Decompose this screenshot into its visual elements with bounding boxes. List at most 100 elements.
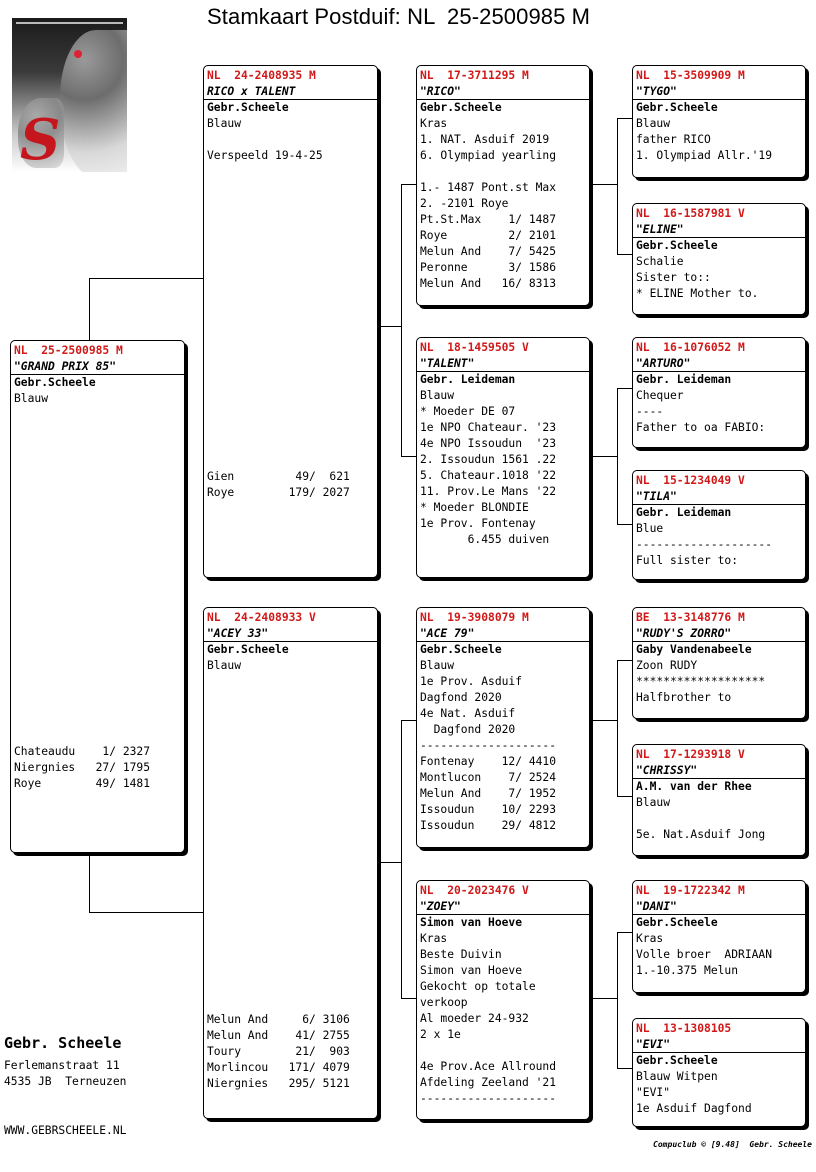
pigeon-card-fff: NL 15-3509909 M "TYGO" Gebr.Scheele Blau… xyxy=(632,65,806,178)
info-line: Dagfond 2020 xyxy=(420,723,516,736)
connector xyxy=(617,524,633,525)
connector xyxy=(377,326,401,327)
breeder: Gebr.Scheele xyxy=(636,916,718,929)
info-line: 2 x 1e xyxy=(420,1028,461,1041)
pigeon-name: "TALENT" xyxy=(417,356,589,372)
result-line: Morlincou 171/ 4079 xyxy=(207,1061,350,1074)
connector xyxy=(617,796,633,797)
result-line: Toury 21/ 903 xyxy=(207,1045,350,1058)
info-line: Verspeeld 19-4-25 xyxy=(207,149,323,162)
ring-number: NL 19-3908079 M xyxy=(420,611,529,624)
connector xyxy=(401,184,402,456)
info-line: 4e Prov.Ace Allround xyxy=(420,1060,557,1073)
info-line: Chequer xyxy=(636,389,684,402)
pigeon-name: "TILA" xyxy=(633,489,805,505)
info-line: 5e. Nat.Asduif Jong xyxy=(636,828,766,841)
breeder: Gebr.Scheele xyxy=(636,1054,718,1067)
info-line xyxy=(204,132,377,148)
info-line: Beste Duivin xyxy=(420,948,502,961)
pigeon-card-mfm: NL 17-1293918 V "CHRISSY" A.M. van der R… xyxy=(632,744,806,856)
info-line: * ELINE Mother to. xyxy=(636,287,759,300)
connector xyxy=(89,278,90,340)
website-link[interactable]: WWW.GEBRSCHEELE.NL xyxy=(4,1124,127,1137)
info-line: 1.-10.375 Melun xyxy=(636,964,739,977)
breeder: Gaby Vandenabeele xyxy=(636,643,752,656)
info-line: 11. Prov.Le Mans '22 xyxy=(420,485,557,498)
info-line: Melun And 7/ 5425 xyxy=(420,245,557,258)
info-line: Blauw Witpen xyxy=(636,1070,718,1083)
info-line: 1e NPO Chateaur. '23 xyxy=(420,421,557,434)
pigeon-name: "CHRISSY" xyxy=(633,763,805,779)
info-line: 1. Olympiad Allr.'19 xyxy=(636,149,773,162)
owner-city: 4535 JB Terneuzen xyxy=(4,1075,127,1088)
info-line: Gekocht op totale xyxy=(420,980,536,993)
page-title: Stamkaart Postduif: NL 25-2500985 M xyxy=(207,4,591,29)
breeder: Gebr.Scheele xyxy=(636,239,718,252)
ring-number: NL 24-2408933 V xyxy=(207,611,316,624)
info-line: 4e NPO Issoudun '23 xyxy=(420,437,557,450)
info-line: 1e Prov. Asduif xyxy=(420,675,523,688)
result-line: Niergnies 27/ 1795 xyxy=(14,761,151,774)
pigeon-image xyxy=(60,30,127,172)
info-line: Sister to:: xyxy=(636,271,711,284)
result-line: Melun And 6/ 3106 xyxy=(207,1013,350,1026)
breeder: Gebr.Scheele xyxy=(207,101,289,114)
pigeon-name: "TYGO" xyxy=(633,84,805,100)
connector xyxy=(617,254,633,255)
ring-number: NL 18-1459505 V xyxy=(420,341,529,354)
info-line: Zoon RUDY xyxy=(636,659,698,672)
result-line: Niergnies 295/ 5121 xyxy=(207,1077,350,1090)
breeder: Gebr.Scheele xyxy=(636,101,718,114)
ring-number: NL 25-2500985 M xyxy=(14,344,123,357)
pigeon-name: "ZOEY" xyxy=(417,899,589,915)
pigeon-name: "ELINE" xyxy=(633,222,805,238)
pigeon-card-mf: NL 19-3908079 M "ACE 79" Gebr.Scheele Bl… xyxy=(416,607,590,848)
connector xyxy=(617,660,633,661)
info-line: Afdeling Zeeland '21 xyxy=(420,1076,557,1089)
info-line: -------------------- xyxy=(420,739,557,752)
pigeon-card-subject: NL 25-2500985 M "GRAND PRIX 85" Gebr.Sch… xyxy=(10,340,185,853)
info-line: Blauw xyxy=(207,117,242,130)
pigeon-card-mff: BE 13-3148776 M "RUDY'S ZORRO" Gaby Vand… xyxy=(632,607,806,719)
connector xyxy=(89,852,90,912)
result-line: Roye 49/ 1481 xyxy=(14,777,151,790)
pigeon-name: "RUDY'S ZORRO" xyxy=(633,626,805,642)
pigeon-name: "DANI" xyxy=(633,899,805,915)
connector xyxy=(617,118,618,254)
info-line: Full sister to: xyxy=(636,554,739,567)
connector xyxy=(617,388,618,524)
club-logo: S xyxy=(12,18,127,172)
pigeon-card-mmm: NL 13-1308105 "EVI" Gebr.Scheele Blauw W… xyxy=(632,1018,806,1127)
connector xyxy=(401,720,417,721)
pigeon-name: "RICO" xyxy=(417,84,589,100)
connector xyxy=(617,660,618,796)
info-line: verkoop xyxy=(420,996,468,1009)
pigeon-card-ff: NL 17-3711295 M "RICO" Gebr.Scheele Kras… xyxy=(416,65,590,306)
info-line: 1e Asduif Dagfond xyxy=(636,1102,752,1115)
info-line: ---- xyxy=(636,405,664,418)
owner-name: Gebr. Scheele xyxy=(4,1034,122,1052)
info-line: Blauw xyxy=(636,117,671,130)
info-line: Volle broer ADRIAAN xyxy=(636,948,773,961)
pigeon-card-fmm: NL 15-1234049 V "TILA" Gebr. Leideman Bl… xyxy=(632,470,806,580)
ring-number: NL 20-2023476 V xyxy=(420,884,529,897)
info-line: * Moeder DE 07 xyxy=(420,405,516,418)
info-line xyxy=(417,164,589,180)
info-line: Schalie xyxy=(636,255,684,268)
info-line: 6.455 duiven xyxy=(420,533,550,546)
info-line: Blauw xyxy=(636,796,671,809)
connector xyxy=(89,912,204,913)
info-line: 6. Olympiad yearling xyxy=(420,149,557,162)
connector xyxy=(589,456,617,457)
result-line: Chateaudu 1/ 2327 xyxy=(14,745,151,758)
info-line: Halfbrother to xyxy=(636,691,732,704)
info-line: 2. Issoudun 1561 .22 xyxy=(420,453,557,466)
info-line: Father to oa FABIO: xyxy=(636,421,766,434)
pigeon-name: "GRAND PRIX 85" xyxy=(11,359,184,375)
result-line: Melun And 41/ 2755 xyxy=(207,1029,350,1042)
connector xyxy=(589,184,617,185)
ring-number: NL 17-1293918 V xyxy=(636,748,745,761)
pigeon-name: "EVI" xyxy=(633,1037,805,1053)
info-line: Issoudun 10/ 2293 xyxy=(420,803,557,816)
pigeon-name: "ACEY 33" xyxy=(204,626,377,642)
